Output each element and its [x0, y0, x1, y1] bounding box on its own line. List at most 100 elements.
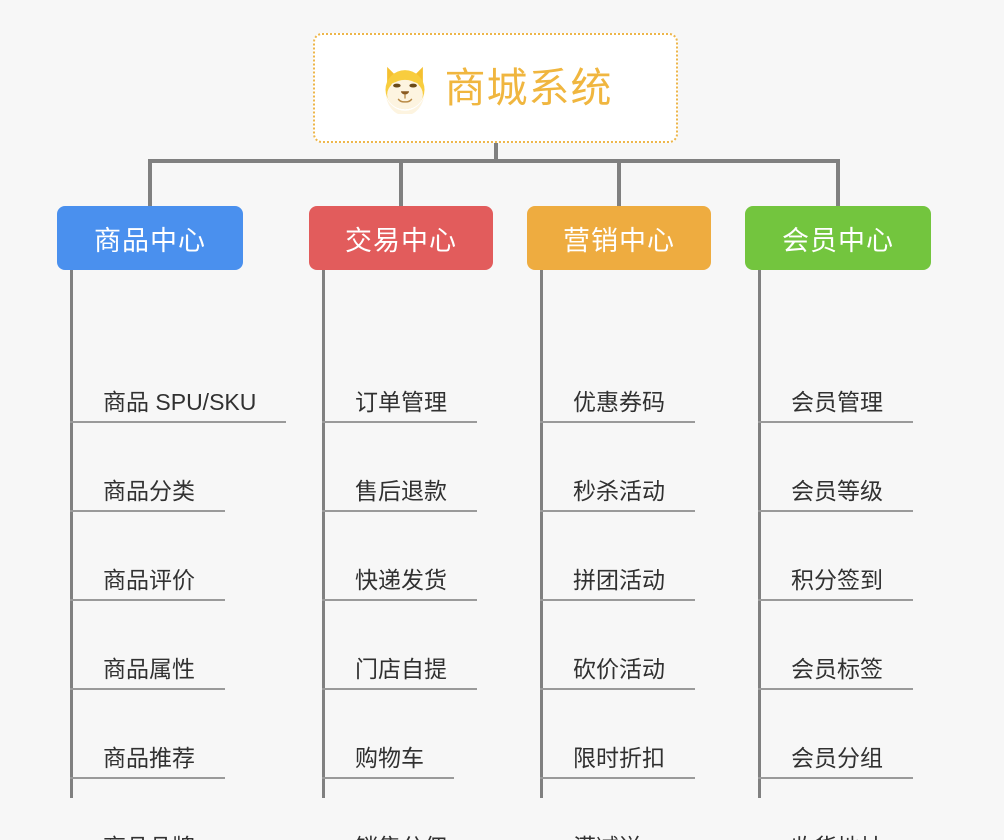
leaf-item[interactable]: 购物车 — [309, 690, 493, 779]
leaf-label: 商品属性 — [103, 655, 195, 682]
leaf-list: 订单管理售后退款快递发货门店自提购物车销售分佣 — [309, 334, 493, 840]
leaf-underline: 购物车 — [322, 745, 454, 779]
leaf-label: 秒杀活动 — [573, 477, 665, 504]
leaf-item[interactable]: 商品分类 — [57, 423, 243, 512]
leaf-item[interactable]: 秒杀活动 — [527, 423, 711, 512]
leaf-underline: 砍价活动 — [540, 656, 695, 690]
root-node[interactable]: 商城系统 — [313, 33, 678, 143]
shiba-dog-icon — [379, 62, 431, 116]
column-spine — [322, 270, 325, 798]
leaf-item[interactable]: 砍价活动 — [527, 601, 711, 690]
connector-drop-2 — [617, 159, 621, 207]
leaf-item[interactable]: 会员等级 — [745, 423, 931, 512]
leaf-label: 商品评价 — [103, 566, 195, 593]
leaf-label: 收货地址 — [791, 834, 883, 840]
leaf-underline: 商品属性 — [70, 656, 225, 690]
leaf-label: 会员等级 — [791, 477, 883, 504]
column-trade-center: 交易中心订单管理售后退款快递发货门店自提购物车销售分佣 — [309, 206, 493, 840]
leaf-label: 商品 SPU/SKU — [103, 388, 257, 415]
leaf-underline: 商品品牌 — [70, 834, 225, 840]
leaf-list: 优惠券码秒杀活动拼团活动砍价活动限时折扣满减送 — [527, 334, 711, 840]
leaf-label: 限时折扣 — [573, 744, 665, 771]
leaf-underline: 收货地址 — [758, 834, 913, 840]
leaf-label: 拼团活动 — [573, 566, 665, 593]
leaf-item[interactable]: 订单管理 — [309, 334, 493, 423]
column-marketing-center: 营销中心优惠券码秒杀活动拼团活动砍价活动限时折扣满减送 — [527, 206, 711, 840]
leaf-item[interactable]: 拼团活动 — [527, 512, 711, 601]
column-spine — [758, 270, 761, 798]
leaf-item[interactable]: 积分签到 — [745, 512, 931, 601]
category-header-member-center[interactable]: 会员中心 — [745, 206, 931, 270]
category-header-trade-center[interactable]: 交易中心 — [309, 206, 493, 270]
leaf-underline: 优惠券码 — [540, 389, 695, 423]
category-header-marketing-center[interactable]: 营销中心 — [527, 206, 711, 270]
connector-stem — [494, 143, 498, 162]
leaf-label: 售后退款 — [355, 477, 447, 504]
leaf-label: 快递发货 — [355, 566, 447, 593]
leaf-underline: 门店自提 — [322, 656, 477, 690]
leaf-underline: 满减送 — [540, 834, 672, 840]
leaf-item[interactable]: 销售分佣 — [309, 779, 493, 840]
column-spine — [540, 270, 543, 798]
leaf-label: 积分签到 — [791, 566, 883, 593]
leaf-underline: 会员分组 — [758, 745, 913, 779]
leaf-item[interactable]: 会员标签 — [745, 601, 931, 690]
leaf-underline: 快递发货 — [322, 567, 477, 601]
leaf-label: 商品分类 — [103, 477, 195, 504]
leaf-label: 会员分组 — [791, 744, 883, 771]
leaf-underline: 会员标签 — [758, 656, 913, 690]
leaf-item[interactable]: 满减送 — [527, 779, 711, 840]
leaf-underline: 售后退款 — [322, 478, 477, 512]
leaf-label: 门店自提 — [355, 655, 447, 682]
leaf-item[interactable]: 优惠券码 — [527, 334, 711, 423]
connector-drop-0 — [148, 159, 152, 207]
leaf-label: 会员标签 — [791, 655, 883, 682]
leaf-item[interactable]: 售后退款 — [309, 423, 493, 512]
leaf-label: 销售分佣 — [355, 834, 447, 840]
leaf-item[interactable]: 商品评价 — [57, 512, 243, 601]
leaf-underline: 会员等级 — [758, 478, 913, 512]
leaf-list: 商品 SPU/SKU 商品分类商品评价商品属性商品推荐商品品牌 — [57, 334, 287, 840]
leaf-label: 满减送 — [573, 834, 642, 840]
leaf-item[interactable]: 商品属性 — [57, 601, 243, 690]
category-label: 商品中心 — [94, 225, 206, 256]
leaf-underline: 积分签到 — [758, 567, 913, 601]
leaf-underline: 订单管理 — [322, 389, 477, 423]
leaf-underline: 商品分类 — [70, 478, 225, 512]
category-header-product-center[interactable]: 商品中心 — [57, 206, 243, 270]
connector-drop-3 — [836, 159, 840, 207]
leaf-underline: 销售分佣 — [322, 834, 477, 840]
leaf-underline: 会员管理 — [758, 389, 913, 423]
leaf-item[interactable]: 商品 SPU/SKU — [57, 334, 287, 423]
leaf-item[interactable]: 商品推荐 — [57, 690, 243, 779]
leaf-list: 会员管理会员等级积分签到会员标签会员分组收货地址 — [745, 334, 931, 840]
root-title: 商城系统 — [444, 64, 613, 111]
leaf-underline: 限时折扣 — [540, 745, 695, 779]
leaf-label: 商品推荐 — [103, 744, 195, 771]
leaf-item[interactable]: 快递发货 — [309, 512, 493, 601]
category-label: 交易中心 — [345, 225, 457, 256]
category-label: 营销中心 — [563, 225, 675, 256]
leaf-underline: 拼团活动 — [540, 567, 695, 601]
leaf-underline: 商品 SPU/SKU — [70, 388, 287, 423]
column-member-center: 会员中心会员管理会员等级积分签到会员标签会员分组收货地址 — [745, 206, 931, 840]
leaf-label: 会员管理 — [791, 388, 883, 415]
category-label: 会员中心 — [782, 225, 894, 256]
leaf-item[interactable]: 门店自提 — [309, 601, 493, 690]
leaf-label: 订单管理 — [355, 388, 447, 415]
leaf-item[interactable]: 会员管理 — [745, 334, 931, 423]
leaf-underline: 商品推荐 — [70, 745, 225, 779]
leaf-item[interactable]: 收货地址 — [745, 779, 931, 840]
column-spine — [70, 270, 73, 798]
connector-bus — [148, 159, 840, 163]
leaf-label: 购物车 — [355, 744, 424, 771]
leaf-underline: 秒杀活动 — [540, 478, 695, 512]
leaf-label: 砍价活动 — [573, 655, 665, 682]
connector-drop-1 — [399, 159, 403, 207]
leaf-item[interactable]: 限时折扣 — [527, 690, 711, 779]
leaf-item[interactable]: 商品品牌 — [57, 779, 243, 840]
leaf-item[interactable]: 会员分组 — [745, 690, 931, 779]
leaf-label: 商品品牌 — [103, 834, 195, 840]
